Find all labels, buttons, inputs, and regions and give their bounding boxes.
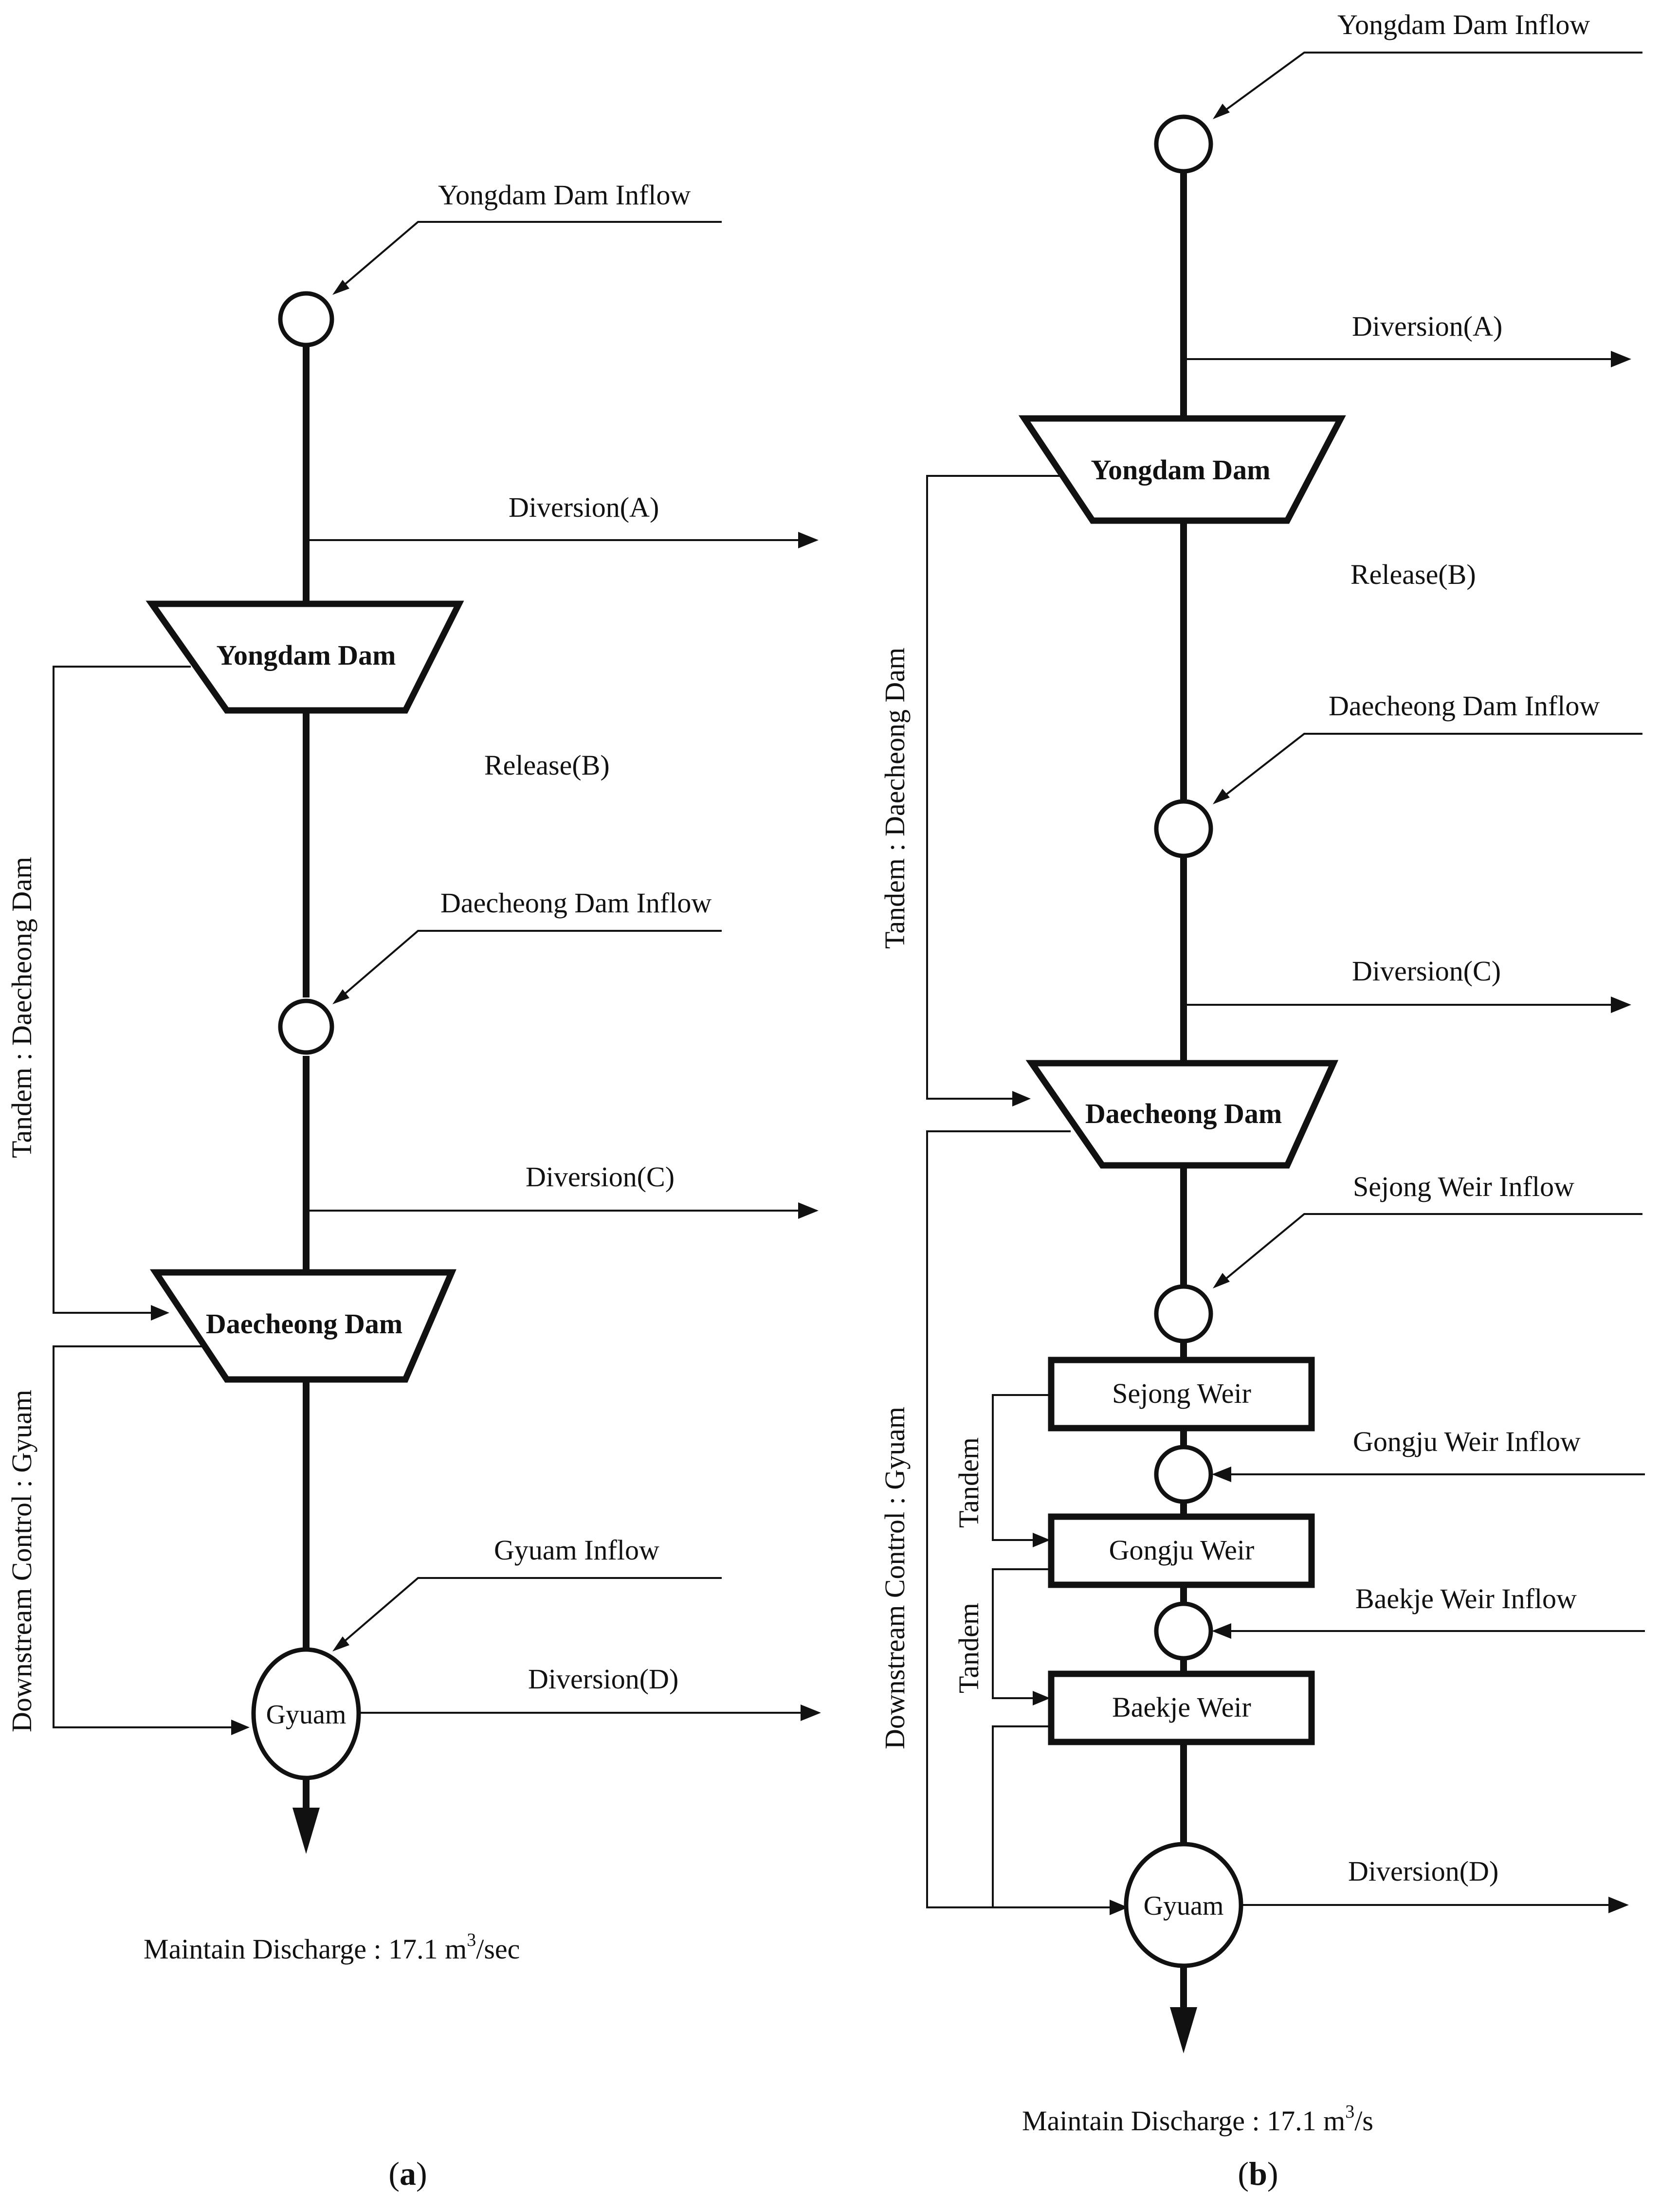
yongdam-inflow-node-a [278, 291, 334, 347]
baekje-inflow-arrowhead-b [1212, 1623, 1231, 1639]
daecheong-inflow-arrowhead-b [1213, 789, 1230, 804]
panel-a: Yongdam Dam Inflow Diversion(A) Yongdam … [6, 179, 821, 2192]
yongdam-inflow-leader-a [341, 221, 722, 288]
baekje-inflow-node-b [1154, 1601, 1213, 1661]
maintain-discharge-label-a: Maintain Discharge : 17.1 m3/sec [144, 1930, 520, 1965]
tandem-link-b [926, 475, 1063, 1100]
panel-b-caption: (b) [1238, 2155, 1278, 2192]
daecheong-dam-a [149, 1269, 456, 1383]
daecheong-inflow-arrowhead-a [332, 989, 349, 1004]
daecheong-inflow-node-b [1154, 799, 1213, 858]
downstream-control-link-b [926, 1130, 1110, 1908]
gyuam-inflow-label-a: Gyuam Inflow [494, 1534, 659, 1566]
tandem-link-a [53, 666, 191, 1314]
daecheong-inflow-leader-b [1222, 733, 1642, 798]
sejong-inflow-arrowhead-b [1213, 1273, 1230, 1288]
yongdam-dam-label-b: Yongdam Dam [1091, 454, 1271, 486]
downstream-control-label-a: Downstream Control : Gyuam [6, 1390, 37, 1732]
maintain-discharge-label-b: Maintain Discharge : 17.1 m3/s [1022, 2102, 1373, 2137]
yongdam-dam-label-a: Yongdam Dam [217, 639, 396, 671]
downstream-control-arrowhead-a [231, 1720, 250, 1735]
outflow-arrowhead-a [292, 1808, 320, 1854]
sejong-inflow-leader-b [1222, 1213, 1642, 1282]
yongdam-inflow-label-a: Yongdam Dam Inflow [438, 179, 691, 211]
baekje-weir-label-b: Baekje Weir [1112, 1691, 1251, 1723]
diversion-d-label-a: Diversion(D) [528, 1663, 678, 1695]
release-b-label-b: Release(B) [1350, 559, 1476, 590]
gyuam-label-b: Gyuam [1144, 1891, 1224, 1921]
gyuam-label-a: Gyuam [266, 1700, 347, 1730]
daecheong-inflow-leader-a [341, 930, 722, 997]
diversion-c-label-b: Diversion(C) [1352, 955, 1501, 987]
diversion-d-arrowhead-b [1608, 1897, 1629, 1913]
gongju-weir-label-b: Gongju Weir [1109, 1534, 1255, 1566]
yongdam-inflow-leader-b [1222, 52, 1642, 113]
diversion-d-label-b: Diversion(D) [1348, 1855, 1498, 1887]
tandem-arrowhead-a [151, 1305, 169, 1321]
tandem-arrowhead-b [1012, 1091, 1031, 1106]
diversion-a-label-a: Diversion(A) [509, 491, 659, 523]
outflow-arrowhead-b [1170, 2007, 1197, 2053]
tandem-label-b: Tandem : Daecheong Dam [879, 648, 911, 949]
gyuam-inflow-leader-a [341, 1577, 722, 1645]
daecheong-inflow-label-b: Daecheong Dam Inflow [1329, 690, 1600, 722]
gyuam-inflow-arrowhead-a [332, 1636, 349, 1651]
diversion-c-arrowhead-b [1611, 997, 1631, 1013]
yongdam-inflow-arrowhead-a [332, 280, 349, 295]
baekje-inflow-label-b: Baekje Weir Inflow [1355, 1583, 1577, 1614]
tandem-sejong-gongju-label-b: Tandem [953, 1437, 985, 1528]
downstream-control-arrowhead-b [1110, 1900, 1128, 1915]
gongju-inflow-label-b: Gongju Weir Inflow [1353, 1426, 1581, 1457]
yongdam-inflow-arrowhead-b [1213, 104, 1230, 119]
sejong-weir-label-b: Sejong Weir [1112, 1378, 1251, 1409]
tandem-gongju-baekje-link-b [992, 1568, 1051, 1699]
daecheong-dam-label-a: Daecheong Dam [206, 1308, 402, 1340]
yongdam-inflow-label-b: Yongdam Dam Inflow [1337, 9, 1590, 40]
daecheong-dam-label-b: Daecheong Dam [1085, 1098, 1282, 1129]
diversion-a-label-b: Diversion(A) [1352, 310, 1502, 342]
diversion-d-arrowhead-a [801, 1704, 821, 1721]
yongdam-inflow-node-b [1154, 114, 1213, 174]
diversion-c-label-a: Diversion(C) [526, 1161, 675, 1193]
panel-a-caption: (a) [388, 2155, 427, 2192]
daecheong-inflow-node-a [278, 998, 334, 1055]
sejong-inflow-node-b [1154, 1284, 1213, 1343]
gongju-weir-b [1048, 1513, 1315, 1588]
tandem-sejong-gongju-link-b [992, 1394, 1051, 1541]
gongju-inflow-node-b [1154, 1445, 1213, 1504]
panel-b: Yongdam Dam Inflow Diversion(A) Yongdam … [879, 9, 1645, 2192]
baekje-downstream-link-b [992, 1725, 1051, 1907]
yongdam-dam-b [1018, 415, 1346, 524]
baekje-weir-b [1048, 1670, 1315, 1745]
daecheong-dam-b [1025, 1060, 1339, 1169]
diversion-c-arrowhead-a [798, 1202, 819, 1219]
tandem-label-a: Tandem : Daecheong Dam [6, 857, 37, 1158]
release-b-label-a: Release(B) [484, 749, 610, 781]
daecheong-inflow-label-a: Daecheong Dam Inflow [440, 887, 711, 919]
downstream-control-link-a [53, 1345, 231, 1728]
sejong-inflow-label-b: Sejong Weir Inflow [1353, 1171, 1574, 1202]
diversion-a-arrowhead-b [1611, 351, 1631, 367]
tandem-gongju-baekje-label-b: Tandem [953, 1603, 985, 1693]
diversion-a-arrowhead-a [798, 532, 819, 548]
tandem-sejong-gongju-arrowhead-b [1033, 1533, 1050, 1547]
yongdam-dam-a [146, 600, 464, 714]
gongju-inflow-arrowhead-b [1212, 1467, 1231, 1482]
tandem-gongju-baekje-arrowhead-b [1033, 1691, 1050, 1705]
downstream-control-label-b: Downstream Control : Gyuam [879, 1407, 911, 1749]
